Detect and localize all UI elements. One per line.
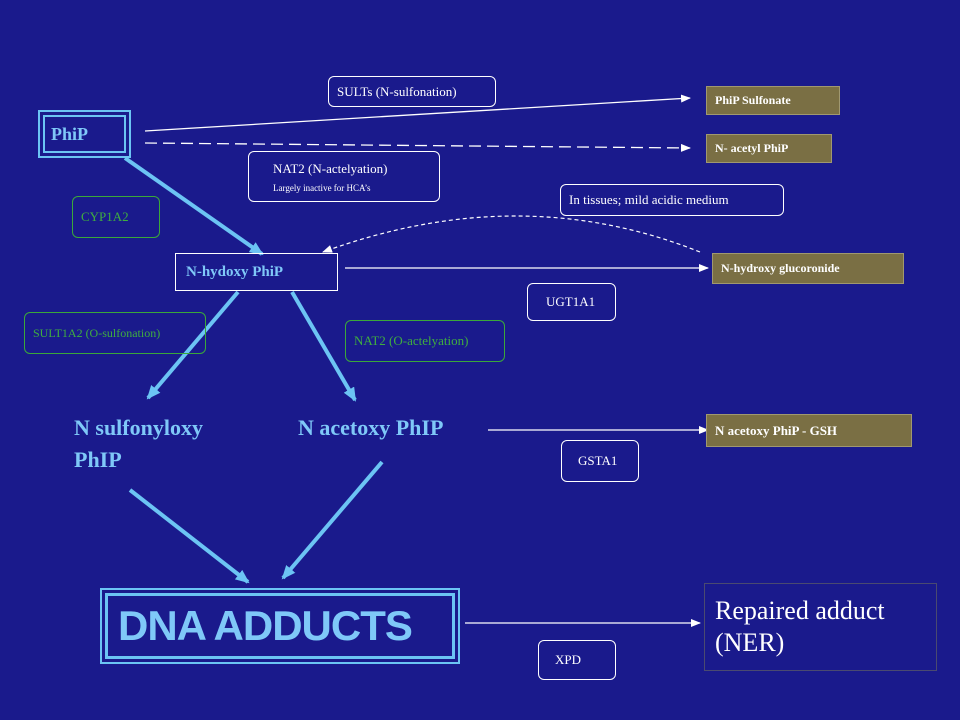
arrow-n-hydroxy-to-sulfonyloxy xyxy=(146,290,240,400)
arrow-acetoxy-to-dna xyxy=(281,460,384,580)
n-sulfonyloxy-label: N sulfonyloxy PhIP xyxy=(74,415,203,472)
sult1a2-enzyme-box: SULT1A2 (O-sulfonation) xyxy=(24,312,206,354)
n-acetoxy-label: N acetoxy PhIP xyxy=(298,415,444,440)
arrow-glucoronide-to-n-hydroxy xyxy=(322,215,701,253)
arrow-phip-to-sulfonate xyxy=(144,94,691,132)
phip-node: PhiP xyxy=(38,110,131,158)
n-hydroxy-glucoronide-box: N-hydroxy glucoronide xyxy=(712,253,904,284)
tissues-note-box: In tissues; mild acidic medium xyxy=(560,184,784,216)
n-acetyl-phip-box: N- acetyl PhiP xyxy=(706,134,832,163)
arrow-phip-to-n-hydroxy xyxy=(123,156,264,256)
sults-enzyme-box: SULTs (N-sulfonation) xyxy=(328,76,496,107)
dna-adducts-node: DNA ADDUCTS xyxy=(100,588,460,664)
repaired-adduct-box: Repaired adduct (NER) xyxy=(704,583,937,671)
phip-label: PhiP xyxy=(51,123,89,144)
arrow-sulfonyloxy-to-dna xyxy=(128,488,250,584)
gsta1-enzyme-box: GSTA1 xyxy=(561,440,639,482)
arrow-n-hydroxy-to-acetoxy xyxy=(290,290,357,402)
nat2-o-enzyme-box: NAT2 (O-actelyation) xyxy=(345,320,505,362)
ugt1a1-enzyme-box: UGT1A1 xyxy=(527,283,616,321)
nat2-n-enzyme-box: NAT2 (N-actelyation) Largely inactive fo… xyxy=(248,151,440,202)
n-hydroxy-phip-node: N-hydoxy PhiP xyxy=(175,253,338,291)
phip-sulfonate-box: PhiP Sulfonate xyxy=(706,86,840,115)
cyp1a2-enzyme-box: CYP1A2 xyxy=(72,196,160,238)
n-acetoxy-gsh-box: N acetoxy PhiP - GSH xyxy=(706,414,912,447)
arrow-phip-to-acetyl xyxy=(144,142,691,152)
xpd-enzyme-box: XPD xyxy=(538,640,616,680)
dna-adducts-label: DNA ADDUCTS xyxy=(118,602,413,649)
